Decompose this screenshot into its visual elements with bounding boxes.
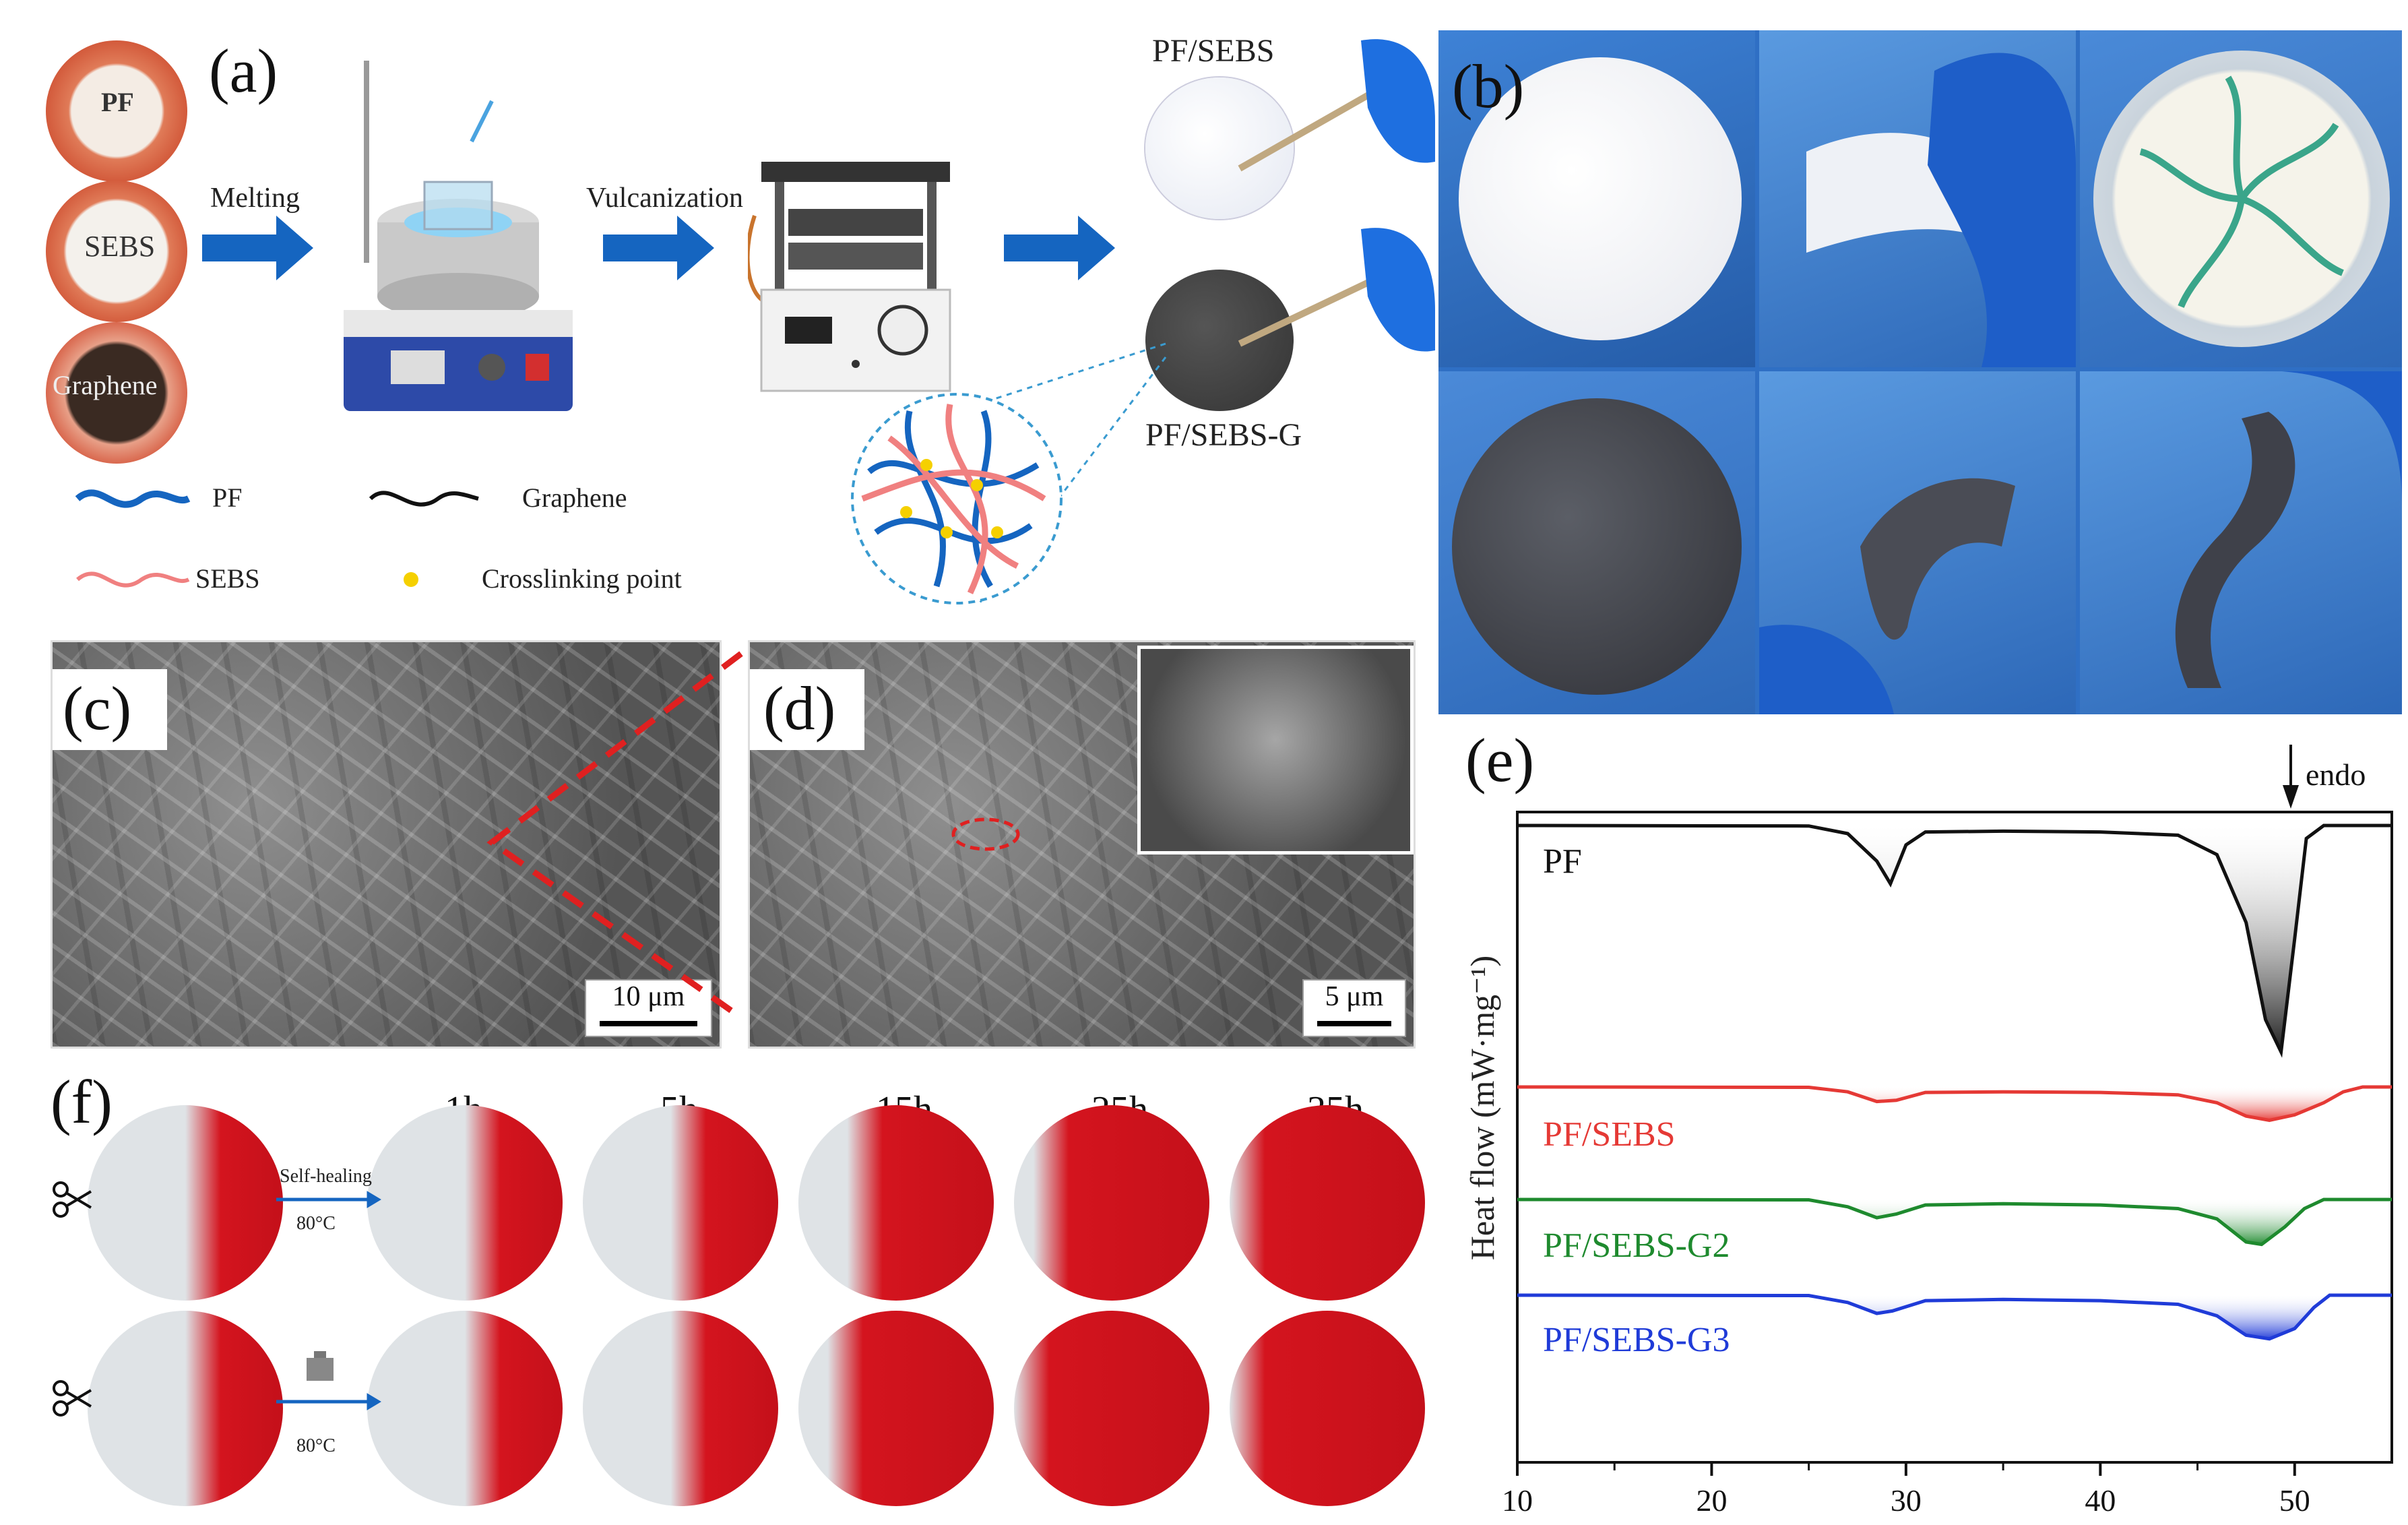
- healing-disc-top: [583, 1105, 778, 1301]
- healing-disc-top: [1230, 1105, 1425, 1301]
- legend-sebs-label: SEBS: [195, 563, 260, 594]
- healing-disc-bottom: [367, 1311, 563, 1506]
- graphene-legend-swatch: [369, 491, 479, 507]
- healing-disc-top: [367, 1105, 563, 1301]
- legend-crosslink-label: Crosslinking point: [482, 563, 682, 594]
- spiral-disc: [2093, 51, 2390, 347]
- photo-pf-sebs-bent: [1759, 30, 2076, 367]
- panel-c-sem-image: (c) 10 μm: [51, 640, 722, 1049]
- panel-d-sem-image: (d) 5 μm: [748, 640, 1416, 1049]
- panel-f-arrows: [53, 1181, 381, 1417]
- photo-pf-sebs-g-twisted: [2080, 371, 2402, 714]
- panel-e-label: (e): [1465, 726, 1535, 795]
- cut-sample-disc: [88, 1105, 283, 1301]
- pf-powder-disc: [46, 40, 187, 182]
- series-label-pf: PF: [1543, 842, 1582, 881]
- pf-powder-label: PF: [101, 87, 134, 117]
- endo-annotation: endo: [2306, 757, 2366, 792]
- photo-pf-sebs-g-bent: [1759, 371, 2076, 714]
- series-fill-pf-sebs-g2: [1517, 1200, 2392, 1245]
- arrow-icon: [202, 216, 1115, 280]
- melting-label: Melting: [210, 183, 300, 214]
- arrow-icon: [367, 1191, 381, 1208]
- graphene-label: Graphene: [53, 370, 158, 400]
- x-tick-label: 10: [1502, 1483, 1533, 1518]
- scale-bar: 10 μm: [585, 979, 712, 1037]
- panel-c-label: (c): [63, 674, 132, 743]
- panel-a: (a) PF SEBS Graphene Melting Vulcanizati…: [0, 0, 1435, 627]
- zoom-indicator-lines: [486, 651, 743, 1020]
- series-fill-pf-sebs: [1517, 1087, 2392, 1121]
- pf-legend-swatch: [75, 489, 191, 508]
- weight-icon: [307, 1351, 334, 1381]
- series-line-pf-sebs-g3: [1517, 1293, 2392, 1341]
- panel-a-label: (a): [209, 36, 278, 105]
- vulcanization-label: Vulcanization: [586, 183, 744, 214]
- panel-f: (f) 1h5h15h25h35h Self-healing 80°C 80°C: [0, 1058, 1435, 1525]
- legend-swatches: [75, 489, 479, 588]
- endo-arrow-icon: [2283, 785, 2300, 809]
- scale-bar-label: 5 μm: [1325, 981, 1384, 1012]
- hotplate-stirrer-icon: [344, 61, 573, 411]
- cut-sample-disc: [88, 1311, 283, 1506]
- photo-pf-sebs-spiral: [2080, 30, 2402, 367]
- pf-sebs-g-label: PF/SEBS-G: [1145, 417, 1302, 453]
- series-line-pf: [1517, 823, 2392, 1058]
- temp-bottom-label: 80°C: [296, 1435, 336, 1456]
- panel-f-label: (f): [51, 1067, 113, 1136]
- series-fill-pf: [1517, 826, 2392, 1052]
- sebs-pellet-label: SEBS: [84, 230, 156, 263]
- pf-sebs-g-disc: [1145, 270, 1294, 411]
- series-label-pf-sebs-g2: PF/SEBS-G2: [1543, 1226, 1730, 1265]
- healing-disc-bottom: [798, 1311, 994, 1506]
- x-tick-label: 50: [2279, 1483, 2310, 1518]
- crosslink-legend-swatch: [404, 572, 418, 587]
- panel-b-label: (b): [1452, 52, 1525, 121]
- panel-d-label: (d): [763, 674, 836, 743]
- panel-d-label-box: [750, 669, 864, 750]
- tweezers-gloves-icon: [1238, 39, 1435, 352]
- self-healing-label: Self-healing: [280, 1166, 372, 1187]
- photo-pf-sebs-g-flat: [1438, 371, 1755, 714]
- sebs-legend-swatch: [76, 571, 190, 588]
- arrow-icon: [367, 1393, 381, 1410]
- legend-graphene-label: Graphene: [522, 483, 627, 513]
- series-label-pf-sebs: PF/SEBS: [1543, 1115, 1676, 1154]
- inset-image: [1137, 646, 1414, 854]
- healing-disc-top: [798, 1105, 994, 1301]
- y-axis-label: Heat flow (mW·mg⁻¹): [1463, 955, 1501, 1261]
- healing-disc-bottom: [1014, 1311, 1209, 1506]
- series-fill-pf-sebs-g3: [1517, 1295, 2392, 1339]
- x-tick-label: 30: [1891, 1483, 1922, 1518]
- scale-bar-label: 10 μm: [612, 981, 685, 1012]
- scissors-icon: [53, 1181, 92, 1417]
- temp-top-label: 80°C: [296, 1213, 336, 1234]
- dark-disc: [1452, 398, 1742, 695]
- series-label-pf-sebs-g3: PF/SEBS-G3: [1543, 1321, 1730, 1359]
- series-line-pf-sebs-g2: [1517, 1197, 2392, 1247]
- highlight-ellipse: [951, 817, 1020, 851]
- x-tick-label: 20: [1696, 1483, 1727, 1518]
- sebs-pellet-disc: [46, 181, 187, 322]
- crosslink-network-icon: [851, 342, 1167, 607]
- scale-bar: 5 μm: [1302, 979, 1406, 1037]
- panel-c-label-box: [53, 669, 167, 750]
- healing-disc-top: [1014, 1105, 1209, 1301]
- process-arrows: [202, 216, 1115, 280]
- photo-pf-sebs-flat: [1438, 30, 1755, 367]
- pf-sebs-label: PF/SEBS: [1152, 33, 1275, 69]
- x-tick-label: 40: [2085, 1483, 2116, 1518]
- vulcanizing-press-icon: [748, 162, 951, 392]
- graphene-disc: [46, 322, 187, 464]
- healing-disc-bottom: [583, 1311, 778, 1506]
- plot-frame: [1516, 811, 2393, 1464]
- panel-b: (b): [1438, 30, 2402, 714]
- white-disc: [1459, 57, 1742, 340]
- healing-disc-bottom: [1230, 1311, 1425, 1506]
- legend-pf-label: PF: [212, 483, 243, 513]
- series-line-pf-sebs: [1517, 1085, 2392, 1123]
